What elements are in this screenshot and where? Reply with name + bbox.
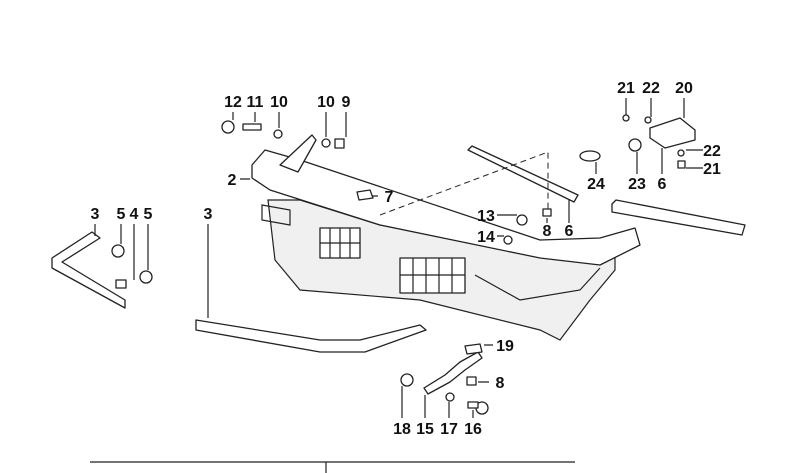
callout-14: 14	[477, 229, 495, 246]
callout-19: 19	[496, 338, 514, 355]
bottom-divider	[90, 461, 575, 473]
bracket-20	[649, 117, 696, 149]
callout-22: 22	[642, 80, 660, 97]
callout-9: 9	[342, 94, 351, 111]
callouts: 12 11 10 10 9 2 7 3 5 4 5 3 13 14 8 6 21…	[91, 80, 721, 438]
callout-21: 21	[617, 80, 635, 97]
callout-17: 17	[440, 421, 458, 438]
callout-21: 21	[703, 161, 721, 178]
callout-11: 11	[247, 94, 264, 111]
callout-6: 6	[658, 176, 667, 193]
lower-trim-strip	[195, 319, 427, 353]
callout-18: 18	[393, 421, 411, 438]
callout-2: 2	[228, 172, 237, 189]
callout-10: 10	[317, 94, 335, 111]
callout-16: 16	[464, 421, 482, 438]
callout-13: 13	[477, 208, 495, 225]
callout-15: 15	[416, 421, 434, 438]
callout-3: 3	[91, 206, 100, 223]
grille-left	[319, 227, 361, 259]
bracket-15	[423, 351, 483, 395]
callout-6: 6	[565, 223, 574, 240]
bumper-cover	[251, 149, 641, 341]
callout-23: 23	[628, 176, 646, 193]
side-trim-left	[51, 231, 126, 309]
callout-7: 7	[385, 189, 394, 206]
support-rail-right	[611, 199, 746, 236]
support-rail	[467, 145, 579, 203]
callout-4: 4	[130, 206, 139, 223]
callout-5: 5	[117, 206, 126, 223]
fasteners	[111, 114, 686, 415]
bracket-2	[279, 134, 317, 173]
callout-8: 8	[496, 375, 505, 392]
callout-22: 22	[703, 143, 721, 160]
tow-eye	[579, 150, 601, 162]
leader-lines	[94, 98, 703, 418]
callout-12: 12	[224, 94, 242, 111]
callout-8: 8	[543, 223, 552, 240]
callout-10: 10	[270, 94, 288, 111]
callout-5: 5	[144, 206, 153, 223]
callout-24: 24	[587, 176, 605, 193]
grille-right	[399, 257, 466, 294]
callout-3: 3	[204, 206, 213, 223]
callout-20: 20	[675, 80, 693, 97]
